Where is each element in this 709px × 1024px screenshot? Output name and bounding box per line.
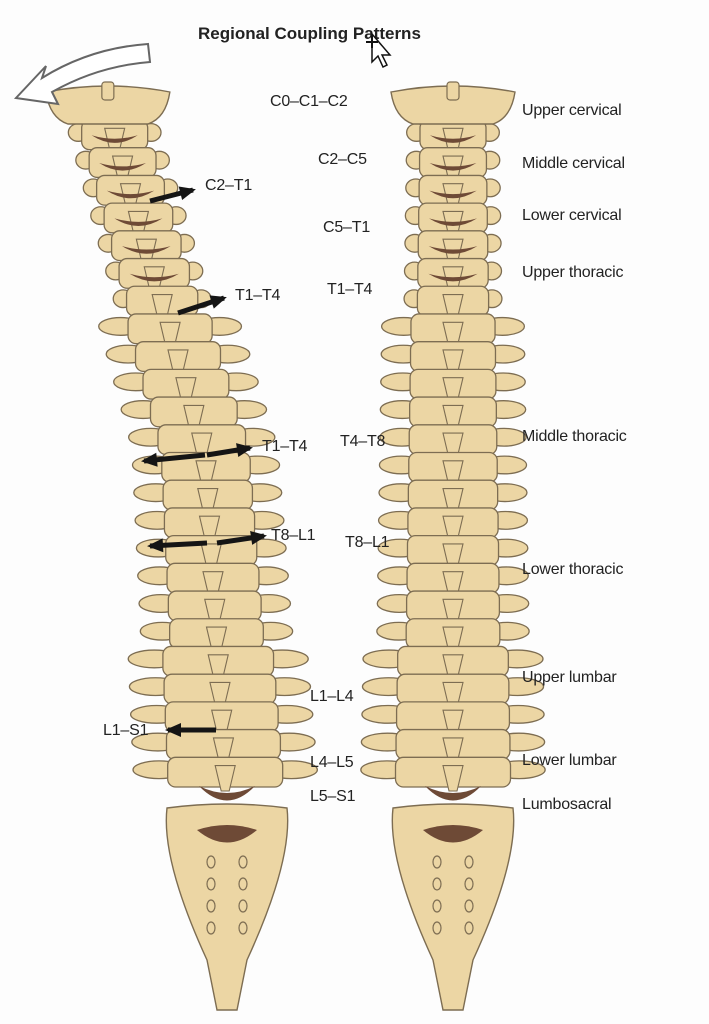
region-label: Upper thoracic	[522, 264, 624, 281]
disc	[428, 246, 478, 254]
disc	[114, 218, 163, 226]
sacral-foramen	[432, 855, 442, 869]
sacral-foramen	[238, 899, 248, 913]
sacral-disc	[423, 825, 483, 843]
atlas	[390, 85, 516, 125]
sacral-foramen	[432, 921, 442, 935]
segment-label: T4–T8	[340, 433, 386, 450]
vertebra	[139, 618, 294, 654]
vertebra	[380, 368, 526, 404]
vertebra	[379, 396, 527, 432]
arrow-head	[236, 443, 253, 457]
sacral-disc	[197, 825, 257, 843]
segment-label: C0–C1–C2	[270, 93, 348, 110]
disc	[428, 273, 478, 282]
vertebra	[82, 174, 179, 210]
disc	[429, 135, 477, 143]
sacral-foramen	[206, 877, 216, 891]
disc	[106, 190, 155, 199]
vertebra	[377, 534, 529, 570]
segment-label: L5–S1	[310, 788, 356, 805]
disc	[428, 218, 478, 226]
region-label: Lower cervical	[522, 207, 622, 224]
vertebra	[362, 645, 544, 681]
annotation-c2-t1: C2–T1	[205, 177, 253, 194]
region-label: Lower lumbar	[522, 752, 617, 769]
vertebra	[377, 562, 529, 598]
segment-label: T1–T4	[327, 281, 373, 298]
arrow-head	[178, 186, 196, 201]
sacral-foramen	[464, 921, 474, 935]
region-label: Middle thoracic	[522, 428, 627, 445]
atlas	[45, 85, 171, 125]
vertebra	[360, 756, 546, 792]
vertebra	[113, 368, 259, 404]
vertebra	[112, 285, 212, 321]
disc	[91, 135, 138, 143]
disc	[429, 190, 477, 199]
vertebra	[127, 424, 276, 460]
arrow-head	[250, 530, 267, 545]
page-title: Regional Coupling Patterns	[198, 24, 421, 43]
annotation-l1-s1: L1–S1	[103, 722, 149, 739]
right-spine-neutral	[360, 81, 546, 1011]
region-label: Upper lumbar	[522, 669, 617, 686]
l5-disc	[199, 786, 255, 801]
vertebra	[134, 507, 285, 543]
sacral-foramen	[464, 855, 474, 869]
left-spine-rotated	[45, 81, 319, 1011]
arrow-head	[165, 723, 181, 737]
sacral-foramen	[432, 899, 442, 913]
vertebra	[360, 728, 546, 764]
sacral-foramen	[464, 877, 474, 891]
arrow-head	[147, 538, 164, 553]
disc	[122, 246, 171, 254]
sacral-foramen	[464, 899, 474, 913]
sacral-foramen	[206, 855, 216, 869]
disc	[129, 273, 179, 282]
disc	[99, 162, 146, 171]
segment-label: T8–L1	[345, 534, 390, 551]
segment-label: L1–L4	[310, 688, 354, 705]
region-label: Upper cervical	[522, 102, 622, 119]
rotation-arrow-icon	[13, 42, 152, 106]
region-label: Lumbosacral	[522, 796, 612, 813]
dens	[446, 81, 460, 101]
disc	[429, 162, 477, 171]
arrow-head	[209, 295, 227, 309]
segment-label: L4–L5	[310, 754, 354, 771]
arrow-head	[141, 452, 158, 467]
segment-label: C2–C5	[318, 151, 367, 168]
sacrum	[391, 803, 515, 1011]
dens	[101, 81, 115, 101]
vertebra	[132, 756, 319, 792]
annotation-t1-t4-mid: T1–T4	[262, 438, 308, 455]
vertebra	[404, 202, 502, 238]
l5-disc	[425, 786, 481, 801]
sacral-foramen	[206, 899, 216, 913]
move-cursor-icon	[366, 32, 392, 69]
vertebra	[137, 562, 289, 598]
sacral-foramen	[238, 877, 248, 891]
vertebra	[127, 645, 309, 681]
annotation-t8-l1: T8–L1	[271, 527, 316, 544]
sacral-foramen	[238, 921, 248, 935]
sacral-foramen	[238, 855, 248, 869]
sacrum	[165, 803, 289, 1011]
sacral-foramen	[432, 877, 442, 891]
segment-label: C5–T1	[323, 219, 371, 236]
annotation-t1-t4: T1–T4	[235, 287, 281, 304]
region-label: Lower thoracic	[522, 561, 624, 578]
vertebra	[404, 230, 502, 266]
region-label: Middle cervical	[522, 155, 625, 172]
sacral-foramen	[206, 921, 216, 935]
coupling-arrows	[141, 186, 267, 737]
